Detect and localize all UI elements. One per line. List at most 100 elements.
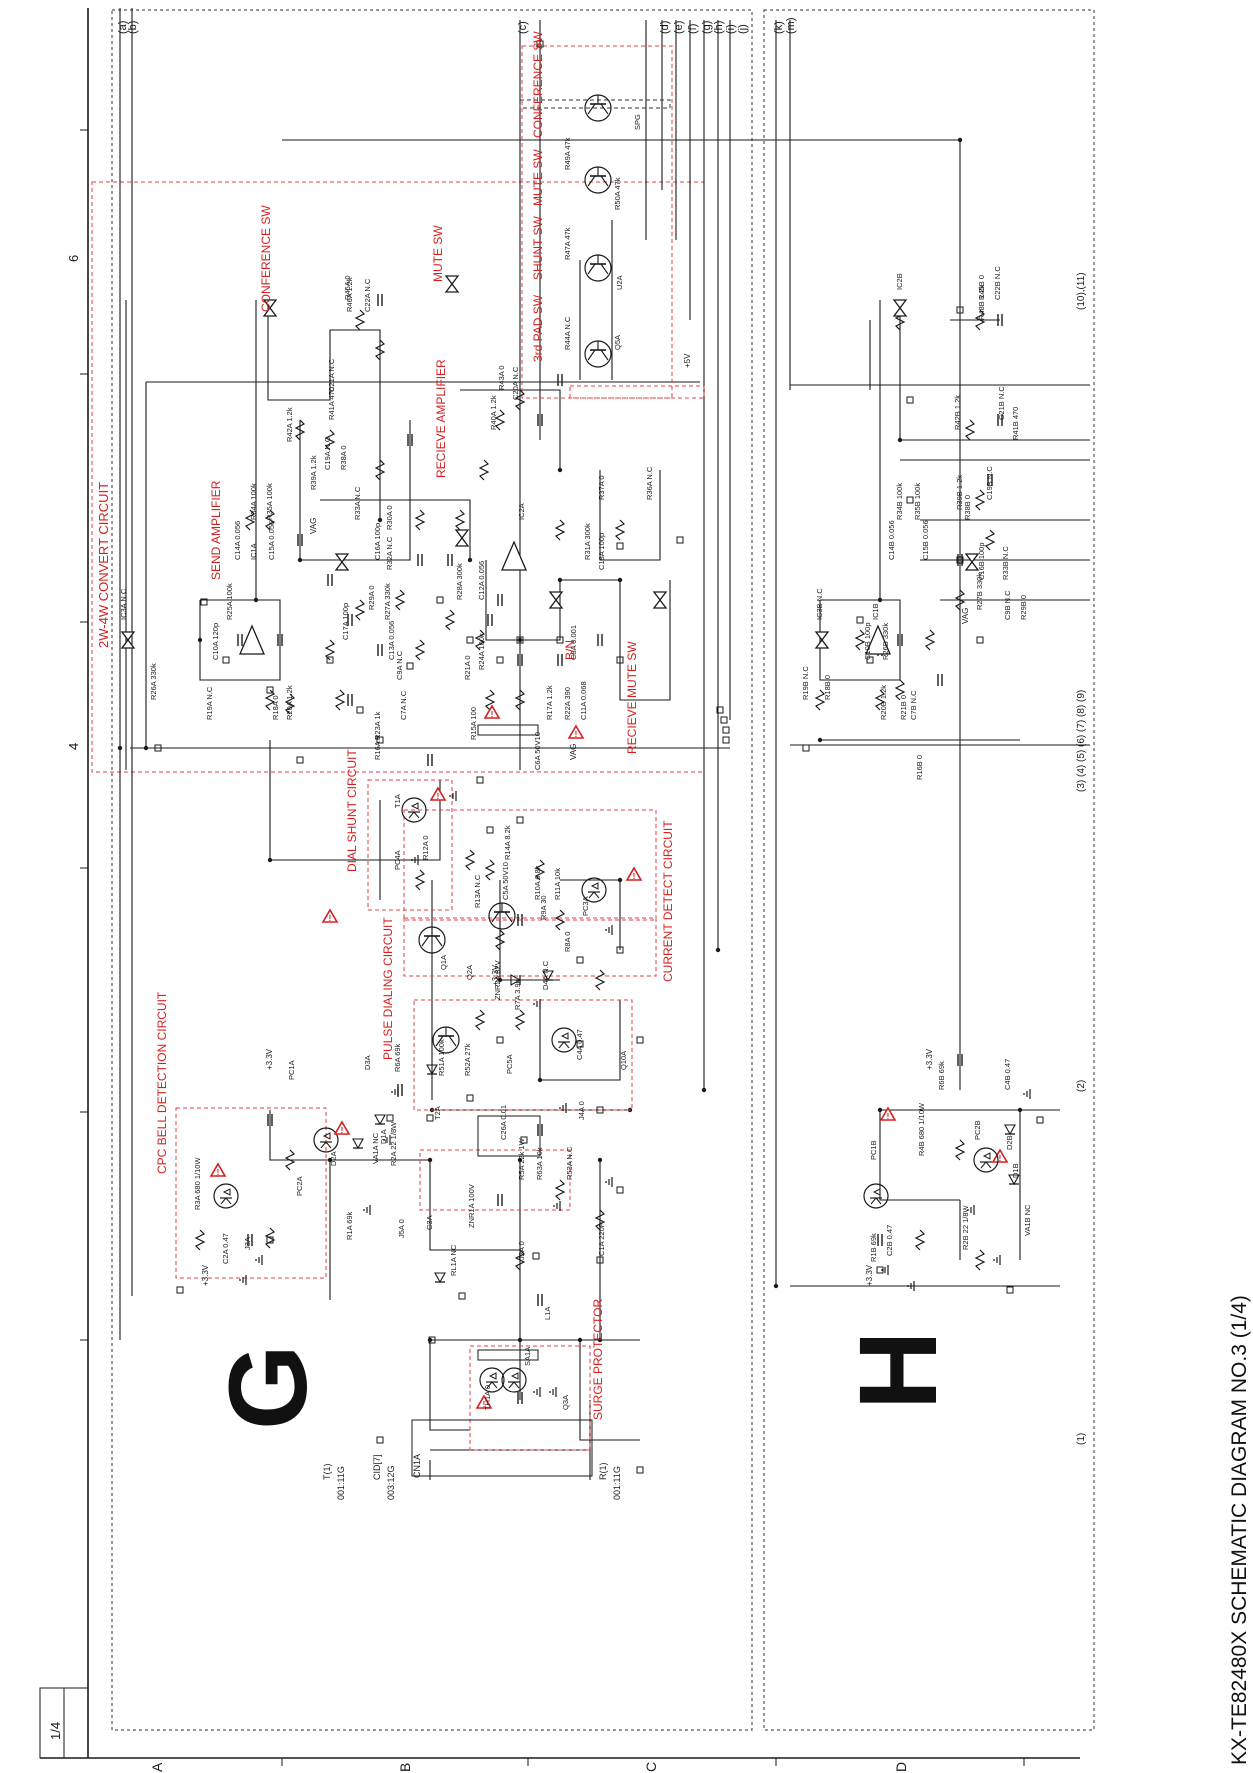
- ground-4: [239, 1274, 247, 1286]
- ground-12: [1023, 1088, 1031, 1100]
- safety-mark-4: [484, 705, 500, 720]
- label-r19b: R19B N.C: [801, 666, 810, 700]
- safety-mark-3: [430, 787, 446, 802]
- test-point-19: [516, 816, 524, 824]
- conn-a: (a): [117, 21, 129, 34]
- label-r43a: R43A 0: [497, 365, 506, 390]
- label-c21a: C21A N.C: [327, 358, 336, 392]
- znr1a-zener: [434, 1272, 446, 1283]
- test-point-42: [1006, 1286, 1014, 1294]
- label-c7a: C7A N.C: [399, 690, 408, 720]
- ground-17: [549, 1386, 557, 1398]
- test-point-22: [636, 1036, 644, 1044]
- block-2w4w-convert: 2W-4W CONVERT CIRCUIT: [96, 482, 111, 648]
- label-c6a: C6A 50V10: [533, 732, 542, 770]
- label-r45a: R45A 0: [343, 275, 352, 300]
- label-pc5a: PC5A: [505, 1054, 514, 1074]
- test-point-33: [176, 1286, 184, 1294]
- test-point-18: [486, 826, 494, 834]
- test-point-2: [222, 656, 230, 664]
- conn-b: (b): [127, 21, 139, 34]
- ground-13: [993, 1254, 1001, 1266]
- block-sw-mute: MUTE SW: [531, 149, 545, 206]
- q5a-transistor: [584, 254, 612, 282]
- bus-label-1: (1): [1076, 1433, 1087, 1445]
- label-t1a: T1A: [393, 794, 402, 808]
- test-point-16: [676, 536, 684, 544]
- label-r2b: R2B 22 1/8W: [961, 1204, 970, 1250]
- label-d1a: D1A: [379, 1129, 388, 1144]
- block-recv-mute-sw: RECIEVE MUTE SW: [625, 641, 639, 754]
- d1a-diode: [352, 1138, 364, 1149]
- capacitor-35: [937, 673, 943, 687]
- label-r2a: R2A 22 1/8W: [389, 1121, 398, 1166]
- row-letter-b: B: [397, 1763, 413, 1772]
- ground-0: [391, 1086, 399, 1098]
- connector-cn1a: CN1A: [412, 1454, 422, 1478]
- capacitor-4: [447, 553, 453, 567]
- test-point-24: [496, 1036, 504, 1044]
- conn-k: (k): [773, 21, 785, 34]
- label-c20a: C20A N.C: [511, 366, 520, 400]
- label-r63a: R63A 10k: [535, 1147, 544, 1180]
- sa1a-surge-arrester-b: [501, 1367, 527, 1393]
- test-point-20: [576, 956, 584, 964]
- capacitor-1: [327, 573, 333, 587]
- test-point-53: [722, 736, 730, 744]
- resistor-41: [955, 1139, 965, 1161]
- label-r45b: R45B 0: [977, 275, 986, 300]
- test-point-12: [496, 656, 504, 664]
- terminal-r1-ref: 001:11G: [612, 1466, 622, 1500]
- label-r21b: R21B 0: [899, 695, 908, 720]
- label-pc4a: PC4A: [393, 850, 402, 870]
- label-r29a: R29A 0: [367, 585, 376, 610]
- resistor-31: [515, 1009, 525, 1031]
- capacitor-3: [417, 553, 423, 567]
- block-surge-protector: SURGE PROTECTOR: [591, 1299, 605, 1420]
- resistor-2: [335, 689, 345, 711]
- test-point-38: [376, 1436, 384, 1444]
- label-r35b: R35B 100k: [913, 483, 922, 520]
- cn1a-connector: [411, 1419, 593, 1477]
- resistor-32: [475, 1009, 485, 1031]
- label-r38b: R38B 0: [963, 495, 972, 520]
- net-vag-g2: VAG: [569, 744, 578, 760]
- net-5v: +5V: [683, 353, 692, 368]
- bus-label-2: (2): [1076, 1080, 1087, 1092]
- label-r26b: R26B 330k: [881, 623, 890, 660]
- label-r33a: R33A N.C: [353, 486, 362, 520]
- label-c16a: C16A 100p: [373, 523, 382, 560]
- label-c2b: C2B 0.47: [885, 1225, 894, 1256]
- test-point-17: [476, 776, 484, 784]
- label-spg: SPG: [633, 114, 642, 130]
- label-r30a: R30A 0: [385, 505, 394, 530]
- label-r39b: R39B 1.2k: [955, 475, 964, 510]
- row-letter-c: C: [643, 1762, 659, 1772]
- label-j3a: J3A: [243, 1237, 252, 1250]
- ic3b-input-switch: [815, 631, 829, 649]
- label-r6b: R6B 69k: [937, 1061, 946, 1090]
- label-u2a: U2A: [615, 275, 624, 290]
- capacitor-9: [377, 643, 383, 657]
- label-c10a: C10A 120p: [211, 623, 220, 660]
- label-r1b: R1B 69k: [869, 1233, 878, 1262]
- label-ic1b: IC1B: [871, 603, 880, 620]
- label-ic2a: IC2A: [517, 503, 526, 520]
- row-letter-a: A: [149, 1762, 165, 1772]
- label-r20a: R20A 1.2k: [285, 685, 294, 720]
- label-c2a: C2A 0.47: [221, 1233, 230, 1264]
- label-d4a: D4A N.C: [541, 960, 550, 990]
- test-point-48: [906, 396, 914, 404]
- label-r19a: R19A N.C: [205, 686, 214, 720]
- label-r42a: R42A 1.2k: [285, 407, 294, 442]
- bus-label-3-9: (3) (4) (5) (6) (7) (8) (9): [1076, 690, 1087, 792]
- terminal-cid-ref: 003:12G: [386, 1465, 396, 1500]
- conn-e: (e): [673, 21, 685, 34]
- label-c17a: C17A 100p: [341, 603, 350, 640]
- test-point-15: [616, 542, 624, 550]
- block-sw-3rdpad: 3rd PAD SW: [531, 294, 545, 362]
- label-ic1a: IC1A: [249, 543, 258, 560]
- block-cpc-bell: CPC BELL DETECTION CIRCUIT: [155, 991, 169, 1174]
- ground-1: [363, 1204, 371, 1216]
- label-c11a: C11A 0.068: [579, 681, 588, 720]
